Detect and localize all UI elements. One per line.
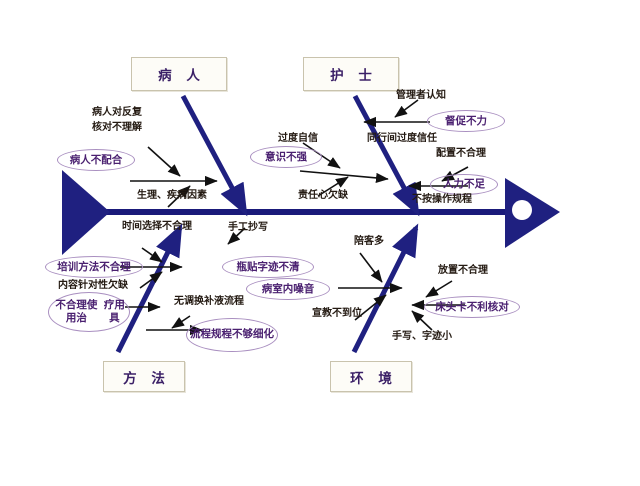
spine-group — [62, 170, 560, 255]
sub-nurse-left — [299, 170, 389, 184]
cause-env-placement-unreasonable: 放置不合理 — [438, 265, 488, 276]
cause-nurse-peer-trust: 同行间过度信任 — [367, 133, 437, 144]
category-branches — [115, 94, 420, 354]
cause-patient-uncooperative: 病人不配合 — [57, 149, 135, 171]
cause-nurse-manager-cognition: 管理者认知 — [396, 90, 446, 101]
cause-method-improper-tools-line1: 不合理使用治 — [55, 298, 98, 324]
cause-env-ward-noise: 病室内噪音 — [246, 278, 330, 300]
sub-method-time — [141, 247, 163, 263]
sub-env-placement — [425, 280, 453, 298]
branch-environment — [351, 223, 419, 354]
sub-nurse-responsibility — [317, 176, 349, 197]
cause-env-many-visitors: 陪客多 — [354, 236, 384, 247]
category-box-method[interactable]: 方 法 — [103, 361, 185, 392]
branch-nurse — [352, 94, 420, 217]
cause-env-handwriting-copy: 手工抄写 — [228, 222, 268, 233]
sub-nurse-manager-cognition — [394, 99, 419, 118]
sub-patient-physio — [167, 185, 191, 208]
category-box-environment[interactable]: 环 境 — [330, 361, 412, 392]
spine-left-arrowhead — [62, 170, 110, 255]
cause-patient-misunderstand-line1: 病人对反复 — [92, 107, 142, 118]
sub-patient-misunderstand — [147, 146, 181, 177]
cause-patient-misunderstand-line2: 核对不理解 — [92, 122, 142, 133]
cause-method-improper-tools-line2: 疗用具 — [103, 298, 125, 324]
cause-env-education-insufficient: 宣教不到位 — [312, 308, 362, 319]
sub-env-education — [354, 294, 387, 321]
sub-env-handwriting-small — [411, 310, 433, 331]
fish-eye — [512, 200, 532, 220]
cause-method-flow-not-detailed-line1: 流程规程不够细 — [190, 328, 264, 341]
cause-method-flow-not-detailed: 流程规程不够细 化 — [186, 318, 278, 352]
cause-nurse-low-responsibility: 责任心欠缺 — [298, 190, 348, 201]
category-box-patient[interactable]: 病 人 — [131, 57, 227, 91]
cause-method-training: 培训方法不合理 — [45, 256, 143, 278]
cause-method-no-swap-flow: 无调换补液流程 — [174, 296, 244, 307]
category-box-nurse[interactable]: 护 士 — [303, 57, 399, 91]
cause-nurse-not-follow-procedure: 不按操作规程 — [412, 194, 472, 205]
cause-nurse-supervision-weak: 督促不力 — [427, 110, 505, 132]
branch-patient — [180, 94, 248, 217]
cause-nurse-staffing-unreasonable: 配置不合理 — [436, 148, 486, 159]
sub-env-visitors — [359, 252, 383, 283]
spine-right-arrowhead — [505, 178, 560, 248]
sub-method-flow — [171, 315, 191, 329]
cause-nurse-manpower-short: 人力不足 — [430, 174, 498, 195]
cause-method-improper-tools: 不合理使用治 疗用具 — [48, 292, 130, 332]
subbranches-environment — [227, 227, 465, 331]
subbranches-patient — [130, 146, 218, 208]
sub-method-content — [139, 271, 163, 289]
branch-method — [115, 223, 183, 354]
cause-nurse-overconfident: 过度自信 — [278, 133, 318, 144]
cause-method-content-targeting: 内容针对性欠缺 — [58, 280, 128, 291]
cause-method-time-choice: 时间选择不合理 — [122, 221, 192, 232]
sub-env-handcopy — [227, 227, 246, 245]
cause-nurse-low-awareness: 意识不强 — [250, 146, 322, 168]
cause-env-handwriting-small: 手写、字迹小 — [392, 331, 452, 342]
cause-patient-physio: 生理、疾病因素 — [137, 190, 207, 201]
cause-env-bedcard-poor: 床头卡不利核对 — [424, 296, 520, 318]
cause-method-flow-not-detailed-line2: 化 — [263, 328, 275, 341]
cause-env-bottle-label-unclear: 瓶贴字迹不清 — [222, 256, 314, 278]
